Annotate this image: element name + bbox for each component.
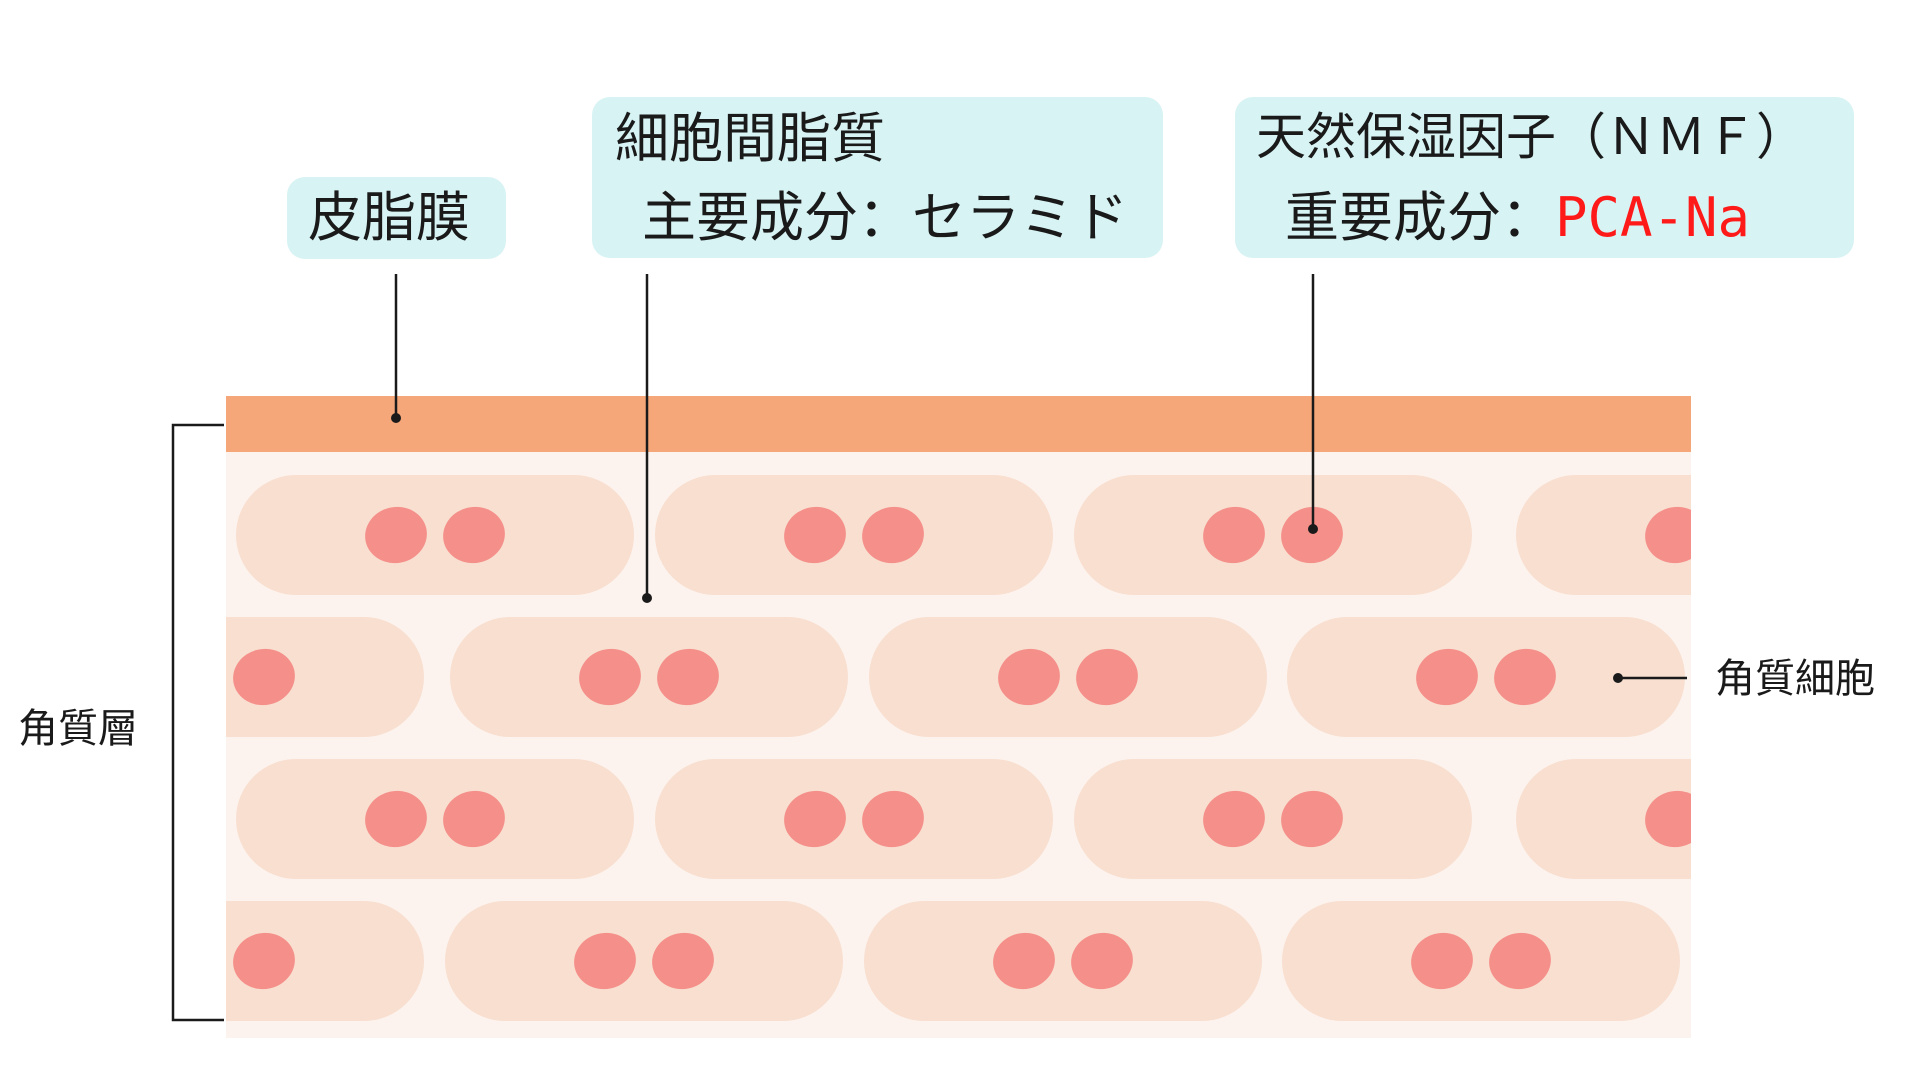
sebum-film: [226, 396, 1691, 452]
cell-nucleus: [233, 932, 295, 990]
corneocyte-cell: [445, 901, 843, 1021]
corneocyte-cell: [1074, 759, 1472, 879]
cell-nucleus: [1071, 932, 1133, 990]
sebum-label-box: [287, 177, 506, 259]
corneocyte-cell: [236, 475, 634, 595]
cell-nucleus: [1203, 790, 1265, 848]
cell-nucleus: [1645, 506, 1691, 564]
lipid-leader-dot: [642, 593, 652, 603]
cell-nucleus: [657, 648, 719, 706]
cell-nucleus: [574, 932, 636, 990]
corneocyte-cell: [1287, 617, 1685, 737]
corneocyte-cell: [236, 759, 634, 879]
lipid-label-box: [592, 97, 1163, 258]
cell-nucleus: [1416, 648, 1478, 706]
cell-nucleus: [233, 648, 295, 706]
cell-nucleus: [1411, 932, 1473, 990]
cell-nucleus: [1489, 932, 1551, 990]
corneocyte-cell: [869, 617, 1267, 737]
cell-nucleus: [1494, 648, 1556, 706]
cell-nucleus: [1718, 501, 1790, 569]
cell-nucleus: [652, 932, 714, 990]
corneocyte-cell: [864, 901, 1262, 1021]
corneocyte-cell: [655, 475, 1053, 595]
cell-nucleus: [365, 790, 427, 848]
cell-nucleus: [1645, 790, 1691, 848]
nmf-leader-dot: [1308, 524, 1318, 534]
cell-nucleus: [443, 790, 505, 848]
corneocyte-cell: [226, 617, 424, 737]
corneocyte-cell: [450, 617, 848, 737]
cell-nucleus: [998, 648, 1060, 706]
corneocyte-cell: [1282, 901, 1680, 1021]
cell-nucleus: [784, 506, 846, 564]
corneocyte-cell: [1516, 475, 1691, 595]
corneocyte-cell: [1516, 759, 1691, 879]
cell-nucleus: [150, 927, 222, 995]
cell-nucleus: [579, 648, 641, 706]
nmf-subtitle: 重要成分：PCA-Na: [1285, 191, 1750, 245]
cell-nucleus: [1281, 506, 1343, 564]
sebum-leader-dot: [391, 413, 401, 423]
nmf-label-box: [1235, 97, 1854, 258]
stratum-corneum-label: 角質層: [18, 706, 138, 752]
cell-nucleus: [443, 506, 505, 564]
cell-nucleus: [993, 932, 1055, 990]
cell-nucleus: [784, 790, 846, 848]
cell-nucleus: [150, 643, 222, 711]
cell-nucleus: [365, 506, 427, 564]
nmf-title: 天然保湿因子（ＮＭＦ）: [1256, 108, 1806, 166]
cell-nucleus: [862, 506, 924, 564]
corneocyte-cell: [1074, 475, 1472, 595]
cell-nucleus: [1203, 506, 1265, 564]
lipid-subtitle: 主要成分：セラミド: [642, 186, 1128, 249]
corneocyte-label: 角質細胞: [1715, 656, 1875, 702]
stratum-bracket: [171, 423, 224, 1022]
cell-nucleus: [1281, 790, 1343, 848]
sebum-label: 皮脂膜: [308, 186, 470, 249]
corneocyte-cell: [226, 901, 424, 1021]
cell-nucleus: [1076, 648, 1138, 706]
cell-nucleus: [1718, 785, 1790, 853]
corneocyte-leader-dot: [1613, 673, 1623, 683]
lipid-title: 細胞間脂質: [615, 107, 885, 170]
nmf-highlight: PCA-Na: [1555, 186, 1751, 249]
nmf-subtitle-prefix: 重要成分：: [1285, 186, 1555, 249]
corneocyte-cell: [655, 759, 1053, 879]
cell-nucleus: [862, 790, 924, 848]
